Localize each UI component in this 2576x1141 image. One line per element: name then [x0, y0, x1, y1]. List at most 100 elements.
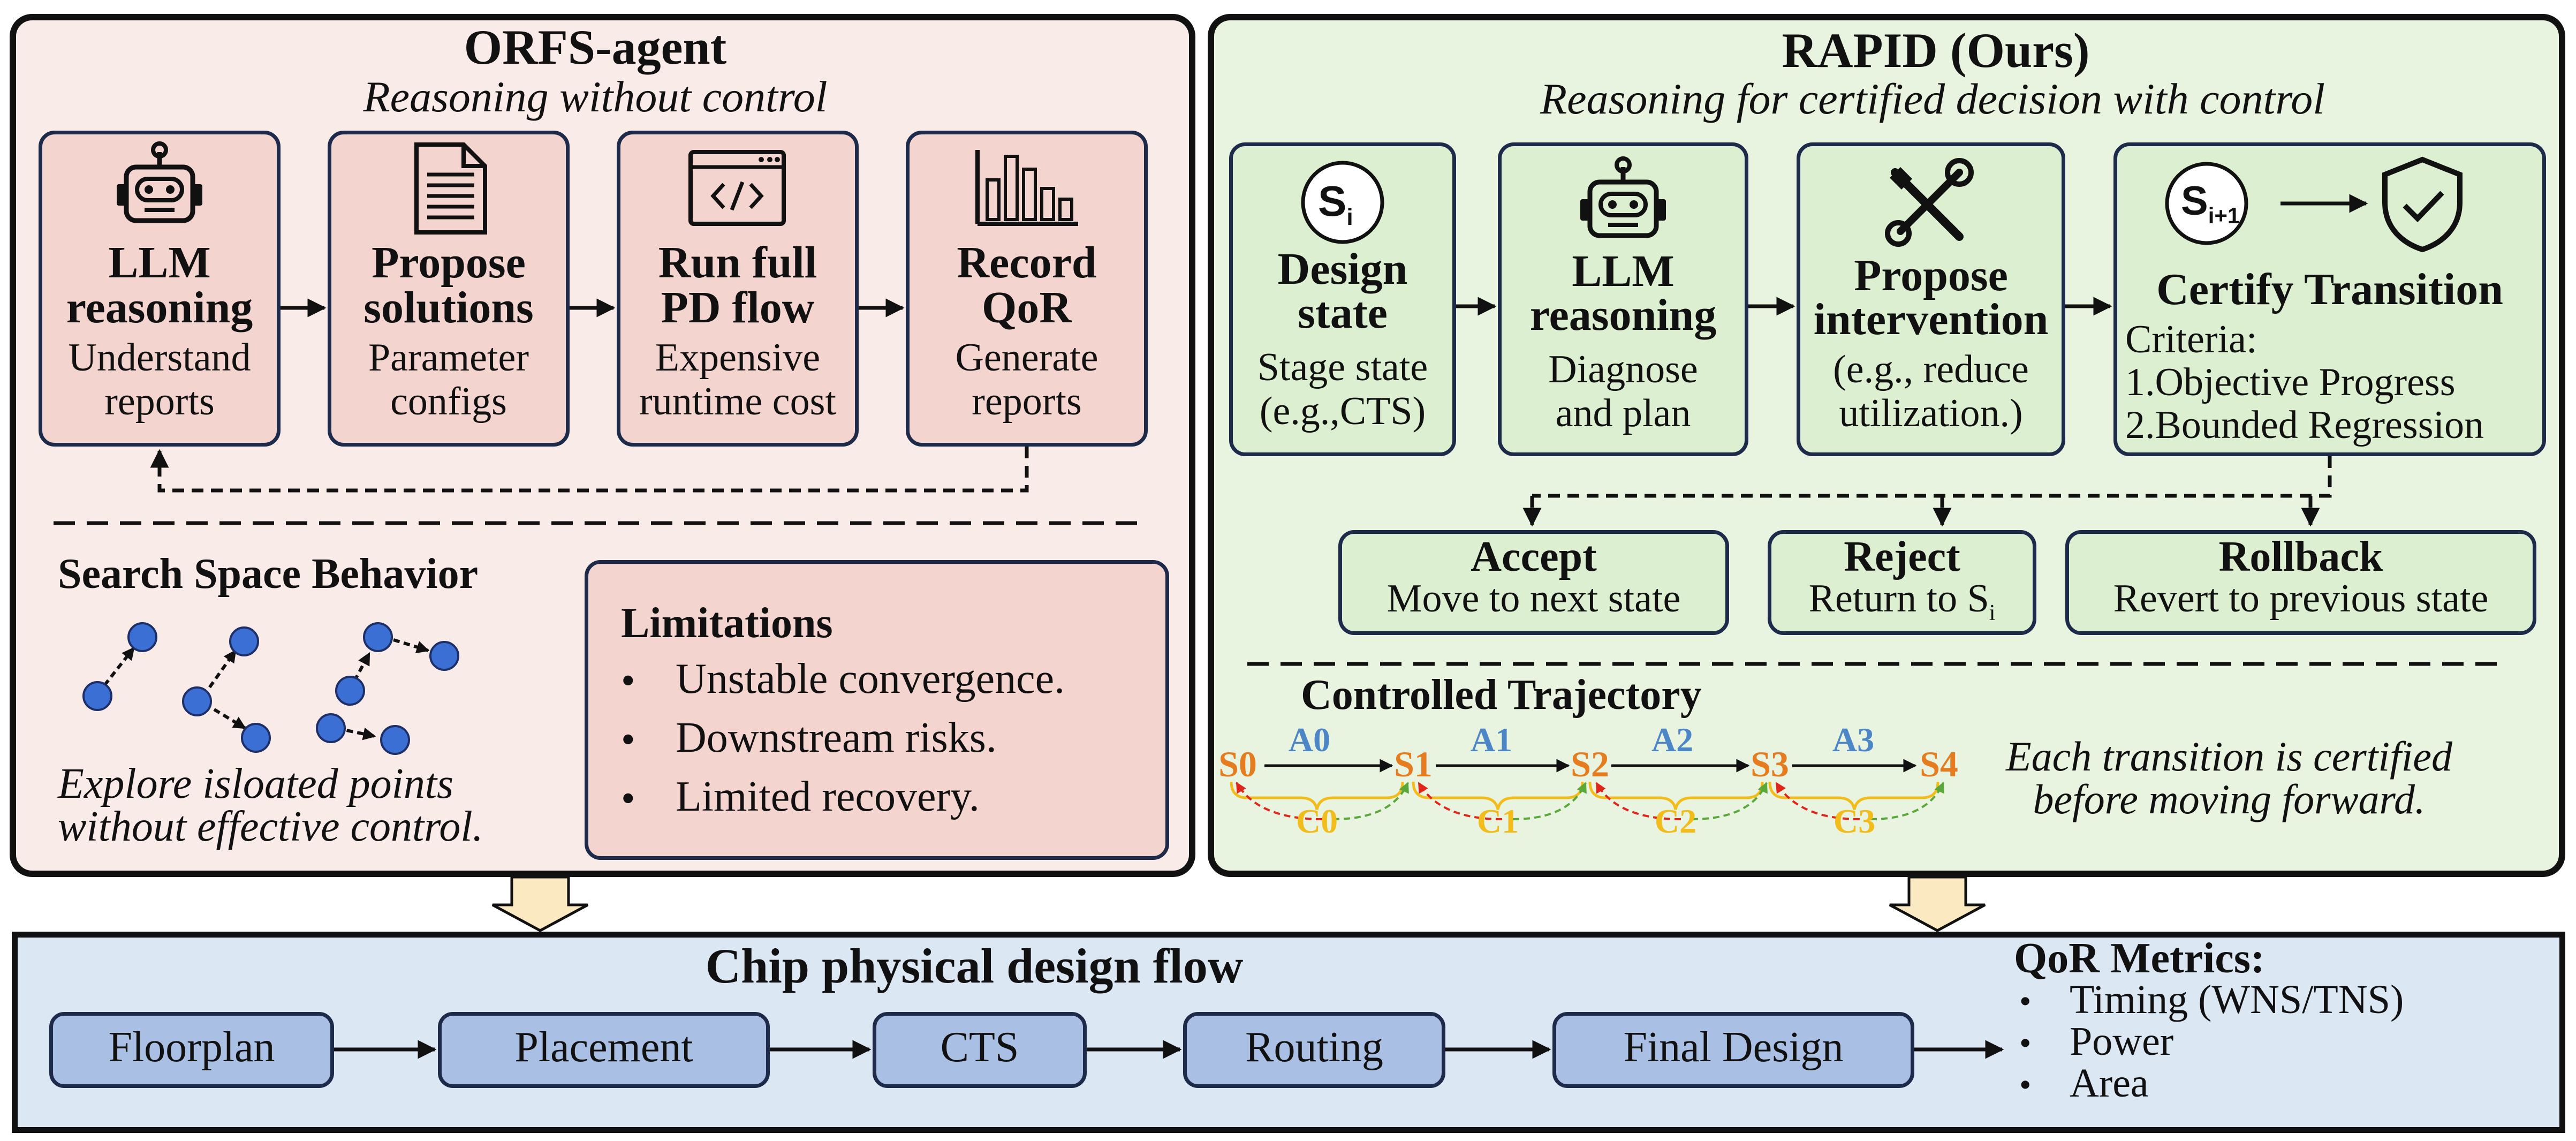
right-step-3-title2: intervention	[1813, 294, 2049, 344]
shield-check-icon	[2382, 156, 2463, 253]
down-arrow-left	[491, 875, 589, 932]
search-point	[335, 676, 365, 706]
rollback-desc: Revert to previous state	[2113, 577, 2489, 621]
stage-label: Placement	[514, 1024, 693, 1071]
accept-title: Accept	[1471, 533, 1597, 580]
tools-icon	[1885, 158, 1974, 247]
left-step-3-title2: PD flow	[661, 283, 815, 333]
robot-icon	[1580, 156, 1666, 238]
cert-brace	[1412, 781, 1584, 810]
certify-criterion: 1.Objective Progress	[2125, 360, 2456, 404]
metric-item: Power	[2070, 1019, 2174, 1064]
robot-icon	[117, 141, 202, 223]
state-label: S1	[1394, 744, 1433, 784]
right-step-2-desc1: Diagnose	[1548, 347, 1698, 391]
stage-label: Floorplan	[108, 1024, 275, 1071]
certify-criterion: 2.Bounded Regression	[2125, 403, 2484, 447]
stage-cts	[873, 1012, 1087, 1088]
stage-routing	[1183, 1012, 1445, 1088]
orfs-agent-subtitle: Reasoning without control	[363, 72, 828, 121]
metric-item: Area	[2070, 1061, 2149, 1106]
left-feedback-dashed-arrow	[150, 447, 1029, 493]
propose-intervention-box	[1797, 142, 2065, 456]
metric-bullet: •	[2019, 1066, 2032, 1104]
action-label: A3	[1832, 721, 1875, 759]
document-icon	[414, 142, 487, 235]
right-step-1-title2: state	[1298, 288, 1388, 338]
search-space-title: Search Space Behavior	[58, 550, 479, 598]
limitation-bullet: •	[621, 658, 635, 703]
reject-title: Reject	[1844, 533, 1960, 580]
search-caption-line1: Explore isloated points	[58, 760, 454, 807]
search-point	[82, 681, 112, 711]
state-label: S4	[1920, 744, 1958, 784]
search-point	[363, 622, 393, 652]
limitations-title: Limitations	[621, 600, 833, 647]
search-point	[316, 713, 346, 743]
action-label: A0	[1288, 721, 1331, 759]
certify-title: Certify Transition	[2156, 265, 2503, 314]
certify-criteria-label: Criteria:	[2125, 318, 2257, 361]
stage-final-design	[1552, 1012, 1914, 1088]
left-step-run-pd-flow	[617, 131, 859, 447]
right-step-1-title1: Design	[1277, 244, 1408, 294]
search-point	[429, 641, 459, 671]
trajectory-note-line1: Each transition is certified	[2005, 733, 2453, 780]
accept-desc: Move to next state	[1387, 577, 1681, 621]
left-step-1-desc2: reports	[104, 380, 215, 424]
state-si1-icon	[2165, 162, 2248, 245]
state-si-label: Si	[1318, 177, 1353, 230]
trajectory-note-line2: before moving forward.	[2033, 776, 2426, 822]
search-point	[127, 622, 157, 652]
right-step-1-desc1: Stage state	[1257, 345, 1428, 389]
cert-label: C2	[1654, 802, 1697, 840]
state-label: S3	[1751, 744, 1789, 784]
search-point	[229, 626, 259, 656]
left-step-3-desc1: Expensive	[655, 336, 821, 380]
stage-floorplan	[49, 1012, 334, 1088]
rollback-box	[2065, 530, 2536, 635]
limitation-bullet: •	[621, 717, 635, 762]
left-step-4-desc1: Generate	[955, 336, 1098, 380]
right-step-3-desc1: (e.g., reduce	[1833, 347, 2029, 391]
cert-label: C3	[1833, 802, 1876, 840]
left-step-1-title2: reasoning	[66, 283, 253, 333]
reject-box	[1768, 530, 2036, 635]
rapid-title: RAPID (Ours)	[1782, 23, 2090, 78]
metric-item: Timing (WNS/TNS)	[2070, 977, 2404, 1022]
state-label: S2	[1571, 744, 1609, 784]
orfs-agent-title: ORFS-agent	[464, 20, 727, 74]
left-step-4-title2: QoR	[982, 283, 1072, 333]
cert-brace	[1768, 781, 1939, 810]
cert-brace	[1230, 781, 1404, 810]
state-si-icon	[1301, 161, 1384, 244]
right-step-2-title2: reasoning	[1529, 290, 1717, 340]
rapid-subtitle: Reasoning for certified decision with co…	[1540, 74, 2325, 123]
down-arrow-right	[1889, 875, 1986, 932]
bar-chart-icon	[975, 150, 1078, 226]
left-step-llm-reasoning	[39, 131, 281, 447]
right-step-1-desc2: (e.g.,CTS)	[1259, 389, 1426, 433]
cert-label: C1	[1476, 802, 1519, 840]
qor-metrics-title: QoR Metrics:	[2014, 935, 2265, 982]
cert-label: C0	[1295, 802, 1338, 840]
limitations-box	[585, 560, 1169, 860]
stage-label: Routing	[1245, 1024, 1383, 1071]
search-point	[241, 723, 271, 753]
search-caption-line2: without effective control.	[58, 803, 483, 850]
metric-bullet: •	[2019, 1024, 2032, 1062]
left-step-1-title1: LLM	[108, 238, 211, 288]
reject-desc: Return to Si	[1808, 577, 1996, 625]
left-step-3-desc2: runtime cost	[639, 380, 836, 424]
limitation-item: Downstream risks.	[676, 714, 997, 761]
cert-brace	[1588, 781, 1764, 810]
right-step-2-title1: LLM	[1572, 246, 1675, 296]
left-step-4-title1: Record	[957, 238, 1097, 288]
left-step-2-title1: Propose	[372, 238, 526, 288]
metric-bullet: •	[2019, 982, 2032, 1020]
stage-placement	[438, 1012, 770, 1088]
